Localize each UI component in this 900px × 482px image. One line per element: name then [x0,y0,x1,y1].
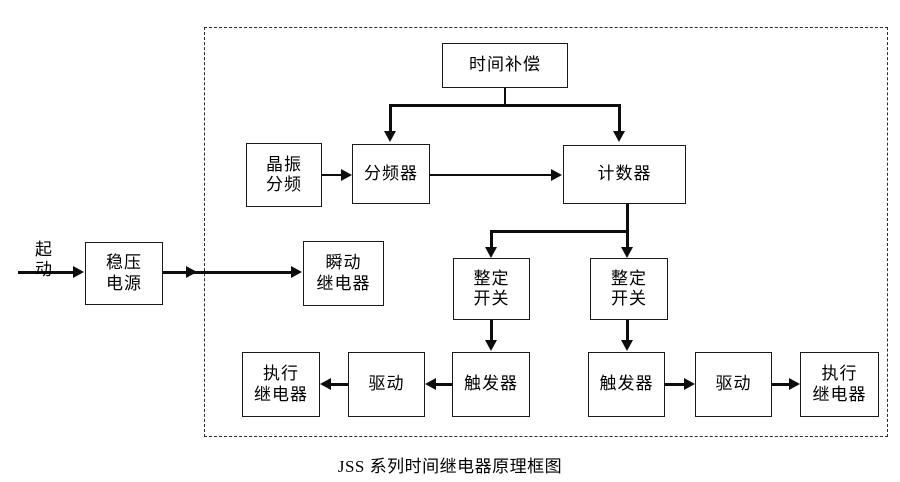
arrowhead-trigger-right-to-drive-right [684,378,695,390]
block-drive-left[interactable]: 驱动 [348,352,425,417]
connector-timecomp-to-divider [389,104,392,132]
label-start-signal: 起 动 [24,240,64,279]
arrowhead-drive-left-to-relay-left [320,378,331,390]
arrowhead-counter-to-setting-left [484,247,497,258]
block-label-line: 继电器 [254,384,308,404]
arrowhead-supply-to-instant-relay [291,265,302,278]
block-label-line: 分频器 [364,163,418,183]
connector-crystal-to-divider [322,173,341,177]
block-crystal-divider[interactable]: 晶振 分频 [246,143,322,207]
start-label-line: 动 [35,259,53,279]
connector-trigger-left-to-drive-left [436,383,452,386]
block-label-line: 触发器 [464,374,518,394]
connector-timecomp-to-counter [618,104,621,132]
block-frequency-divider[interactable]: 分频器 [352,144,430,204]
block-label-line: 继电器 [812,384,867,404]
block-label-line: 计数器 [597,164,652,184]
connector-counter-to-setting-right [626,230,629,248]
block-label-line: 继电器 [316,273,371,293]
connector-timecomp-bus [389,104,621,107]
block-label-line: 整定 [473,268,510,288]
connector-timecomp-stem [503,88,507,106]
block-trigger-left[interactable]: 触发器 [452,352,530,417]
block-label-line: 驱动 [368,374,405,394]
block-setting-switch-left[interactable]: 整定 开关 [453,258,530,320]
block-label-line: 瞬动 [325,253,362,273]
block-label-line: 执行 [263,364,299,384]
arrowhead-start-to-supply [73,265,84,278]
connector-counter-bus [490,230,629,233]
block-label-line: 开关 [473,289,510,308]
block-counter[interactable]: 计数器 [563,145,686,204]
block-output-relay-left[interactable]: 执行 继电器 [242,352,320,417]
block-drive-right[interactable]: 驱动 [695,352,772,417]
block-regulated-supply[interactable]: 稳压 电源 [85,242,163,305]
connector-supply-to-instant-relay [163,271,291,274]
block-label-line: 开关 [611,289,647,308]
connector-start-to-supply [18,271,73,274]
connector-counter-stem [626,204,629,232]
block-label-line: 晶振 [266,154,302,174]
connector-setting-left-to-trigger-left [490,320,493,341]
block-label-line: 分频 [266,175,302,194]
connector-drive-right-to-relay-right [772,383,789,386]
connector-counter-to-setting-left [490,230,493,248]
block-instant-relay[interactable]: 瞬动 继电器 [303,241,384,306]
arrowhead-timecomp-to-counter [613,131,626,142]
arrowhead-timecomp-to-divider [383,131,396,142]
block-trigger-right[interactable]: 触发器 [588,352,665,417]
dashed-boundary [204,27,888,437]
block-label-line: 时间补偿 [469,55,541,75]
connector-drive-left-to-relay-left [331,383,348,386]
arrowhead-divider-to-counter [551,168,562,181]
connector-trigger-right-to-drive-right [665,383,684,386]
block-label-line: 驱动 [715,374,752,394]
block-label-line: 稳压 [106,253,142,273]
arrowhead-setting-right-to-trigger-right [621,340,634,351]
block-label-line: 整定 [611,268,647,288]
arrowhead-counter-to-setting-right [621,247,634,258]
block-label-line: 触发器 [599,374,654,394]
arrowhead-setting-left-to-trigger-left [484,340,497,351]
block-time-compensation[interactable]: 时间补偿 [442,43,568,88]
arrowhead-crystal-to-divider [341,168,352,181]
connector-setting-right-to-trigger-right [626,320,629,341]
arrowhead-drive-right-to-relay-right [789,378,800,390]
diagram-caption: JSS 系列时间继电器原理框图 [337,457,563,476]
block-setting-switch-right[interactable]: 整定 开关 [590,258,668,320]
connector-divider-to-counter [430,173,551,177]
start-label-line: 起 [35,240,53,259]
block-output-relay-right[interactable]: 执行 继电器 [800,352,879,417]
block-label-line: 电源 [106,273,142,293]
arrowhead-supply-midpoint [186,265,197,278]
arrowhead-trigger-left-to-drive-left [425,378,436,390]
block-label-line: 执行 [821,364,858,384]
